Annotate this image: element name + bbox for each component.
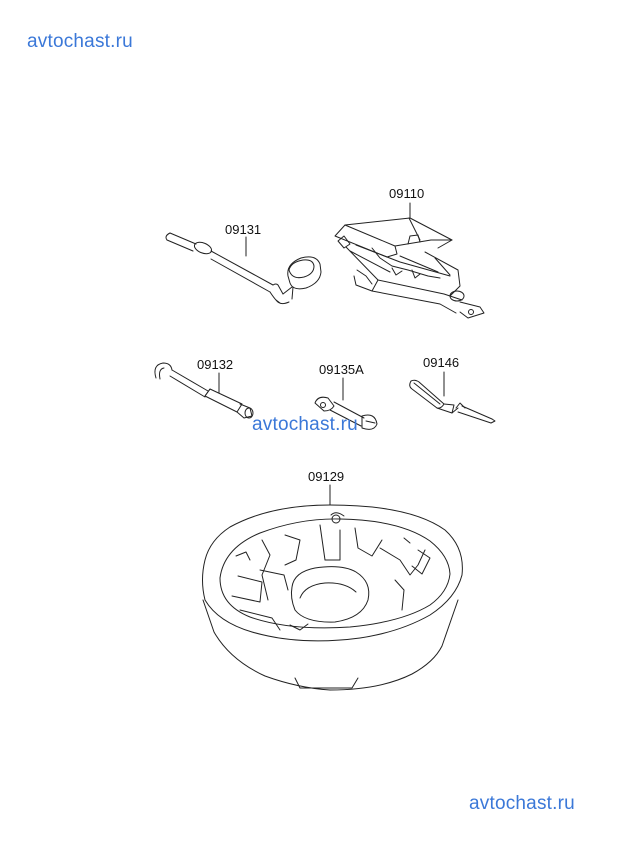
part-label-jack: 09110: [389, 186, 425, 201]
scissor-jack-part: [334, 202, 485, 319]
wheel-wrench-part: [165, 232, 322, 305]
watermark-top: avtochast.ru: [27, 31, 133, 52]
part-label-tool-tray: 09129: [308, 469, 345, 484]
watermark-middle: avtochast.ru: [252, 414, 358, 435]
tool-tray-part: [202, 484, 463, 691]
hook-part: [154, 362, 254, 419]
screwdriver-part: [409, 371, 496, 424]
part-label-screwdriver: 09146: [423, 355, 460, 370]
spanner-part: [314, 377, 378, 430]
part-label-hook: 09132: [197, 357, 234, 372]
part-label-wheel-wrench: 09131: [225, 222, 262, 237]
part-label-spanner: 09135A: [319, 362, 364, 377]
watermark-bottom: avtochast.ru: [469, 793, 575, 814]
